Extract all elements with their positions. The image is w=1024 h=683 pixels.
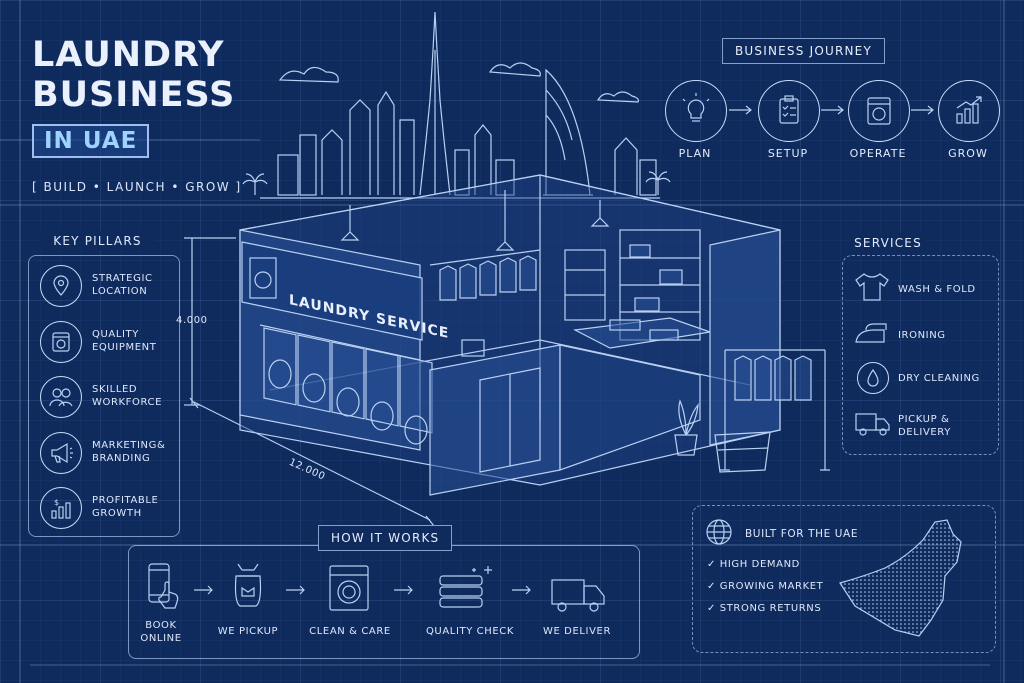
journey-title: BUSINESS JOURNEY [722, 38, 885, 64]
how-step-2-label: WE PICKUP [217, 626, 279, 637]
droplet-icon [857, 362, 889, 394]
uae-panel [692, 505, 996, 653]
washing-machine-icon [867, 97, 891, 125]
uae-map-icon [839, 519, 962, 637]
journey-arrows [729, 105, 934, 115]
service-2-label: IRONING [898, 330, 946, 341]
uae-point-2: ✓ GROWING MARKET [707, 581, 824, 592]
check-icon: ✓ [707, 603, 720, 614]
iron-icon [855, 323, 887, 343]
laundry-store-illustration [184, 174, 830, 527]
journey-setup-label: SETUP [767, 147, 809, 160]
journey-setup-step [758, 80, 820, 142]
uae-title: BUILT FOR THE UAE [745, 528, 859, 540]
tagline: [ BUILD • LAUNCH • GROW ] [32, 180, 242, 194]
service-3-label: DRY CLEANING [898, 373, 980, 384]
check-icon: ✓ [707, 581, 720, 592]
journey-plan-label: PLAN [678, 147, 712, 160]
how-it-works-arrows [194, 585, 531, 595]
globe-icon [706, 519, 732, 545]
pillar-4-label: MARKETING&BRANDING [92, 440, 166, 464]
laundry-bag-icon [234, 563, 262, 607]
washing-machine-step-icon [329, 565, 369, 611]
key-pillars-title: KEY PILLARS [40, 231, 155, 251]
pillar-washing-machine-icon [40, 321, 82, 363]
check-icon: ✓ [707, 559, 720, 570]
tshirt-icon [855, 273, 889, 301]
how-step-5-label: WE DELIVER [542, 626, 612, 637]
delivery-truck-icon [551, 579, 605, 612]
journey-grow-step [938, 80, 1000, 142]
how-it-works-title: HOW IT WORKS [318, 525, 453, 551]
svg-text:$: $ [54, 498, 59, 507]
how-step-3-label: CLEAN & CARE [309, 626, 391, 637]
clipboard-icon [779, 95, 799, 124]
title-line-1: LAUNDRY [32, 35, 225, 75]
key-pillars-panel [28, 255, 180, 537]
how-step-4-label: QUALITY CHECK [425, 626, 515, 637]
folded-clothes-icon [439, 566, 492, 608]
service-4-label: PICKUP &DELIVERY [898, 414, 951, 438]
dimension-height-label: 4.000 [176, 315, 208, 326]
location-badge: IN UAE [32, 124, 150, 158]
services-panel [842, 255, 999, 455]
growth-chart-icon [956, 96, 982, 124]
services-title: SERVICES [850, 233, 926, 253]
uae-point-1: ✓ HIGH DEMAND [707, 559, 800, 570]
megaphone-icon [40, 432, 82, 474]
location-pin-icon [40, 265, 82, 307]
lightbulb-icon [682, 93, 710, 122]
phone-tap-icon [148, 563, 179, 609]
journey-operate-label: OPERATE [849, 147, 907, 160]
journey-plan-step [665, 80, 727, 142]
service-1-label: WASH & FOLD [898, 284, 976, 295]
journey-operate-step [848, 80, 910, 142]
uae-point-3: ✓ STRONG RETURNS [707, 603, 822, 614]
people-icon [40, 376, 82, 418]
profit-chart-icon: $ [40, 487, 82, 529]
journey-grow-label: GROW [948, 147, 988, 160]
title-line-2: BUSINESS [32, 75, 236, 115]
truck-icon [855, 413, 890, 436]
